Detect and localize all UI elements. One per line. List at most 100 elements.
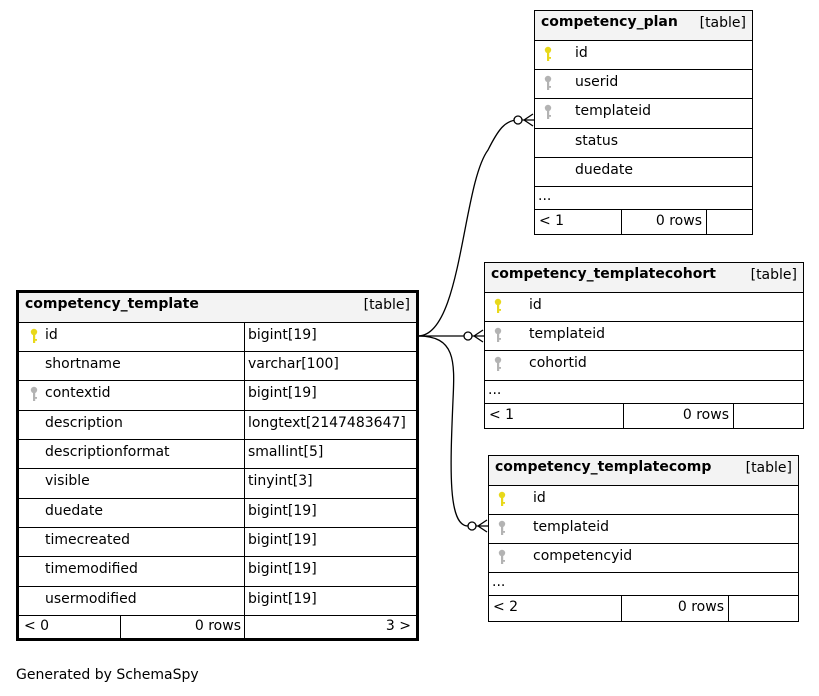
table-name: competency_plan xyxy=(541,14,678,30)
table-kind: [table] xyxy=(699,15,746,31)
optional-marker-plan xyxy=(513,115,523,125)
foreign-key-icon xyxy=(544,104,552,119)
column-name: templateid xyxy=(529,326,605,342)
table-kind: [table] xyxy=(363,297,410,313)
column-type: bigint[19] xyxy=(248,385,317,401)
table-header: competency_template [table] xyxy=(19,293,416,323)
competency-templatecohort-table[interactable]: competency_templatecohort [table] id tem… xyxy=(484,262,804,429)
column-name: id xyxy=(529,297,542,313)
column-name: templateid xyxy=(533,519,609,535)
column-row: templateid xyxy=(485,322,803,351)
column-type: bigint[19] xyxy=(248,591,317,607)
crowfoot-templatecomp xyxy=(476,519,490,533)
more-columns-row: ... xyxy=(535,187,752,210)
table-kind: [table] xyxy=(745,460,792,476)
foreign-key-icon xyxy=(498,549,506,564)
column-row: templateid xyxy=(535,99,752,129)
column-row: timemodified bigint[19] xyxy=(19,557,416,587)
column-name: templateid xyxy=(575,103,651,119)
column-row: visible tinyint[3] xyxy=(19,469,416,499)
table-header: competency_templatecohort [table] xyxy=(485,263,803,293)
column-name: shortname xyxy=(45,356,121,372)
column-name: id xyxy=(533,490,546,506)
foreign-key-icon xyxy=(494,327,502,342)
link-to-competency-templatecomp xyxy=(417,335,469,527)
competency-templatecomp-table[interactable]: competency_templatecomp [table] id templ… xyxy=(488,455,799,622)
more-columns: ... xyxy=(492,574,506,590)
row-count: 0 rows xyxy=(677,599,724,615)
column-type: smallint[5] xyxy=(248,444,324,460)
parents-count: < 2 xyxy=(493,599,519,615)
column-type: tinyint[3] xyxy=(248,473,313,489)
column-name: duedate xyxy=(575,162,633,178)
crowfoot-templatecohort xyxy=(472,329,486,343)
competency-template-table[interactable]: competency_template [table] id bigint[19… xyxy=(16,290,419,641)
column-row: templateid xyxy=(489,515,798,544)
foreign-key-icon xyxy=(544,75,552,90)
parents-count: < 1 xyxy=(489,407,515,423)
table-name: competency_templatecohort xyxy=(491,266,716,282)
generated-by-caption: Generated by SchemaSpy xyxy=(16,667,199,683)
table-name: competency_templatecomp xyxy=(495,459,712,475)
column-row: competencyid xyxy=(489,544,798,573)
column-row: descriptionformat smallint[5] xyxy=(19,440,416,469)
column-row: id xyxy=(485,293,803,322)
column-name: timecreated xyxy=(45,532,130,548)
primary-key-icon xyxy=(544,46,552,61)
column-name: usermodified xyxy=(45,591,137,607)
parents-count: < 0 xyxy=(24,618,50,634)
parents-count: < 1 xyxy=(539,213,565,229)
column-name: id xyxy=(45,327,58,343)
row-count: 0 rows xyxy=(682,407,729,423)
column-name: duedate xyxy=(45,503,103,519)
table-footer: < 1 0 rows xyxy=(535,210,752,234)
column-type: bigint[19] xyxy=(248,503,317,519)
crowfoot-plan xyxy=(522,113,536,127)
column-name: timemodified xyxy=(45,561,138,577)
more-columns: ... xyxy=(488,382,502,398)
more-columns-row: ... xyxy=(489,573,798,596)
column-row: id xyxy=(489,486,798,515)
foreign-key-icon xyxy=(498,520,506,535)
column-type: longtext[2147483647] xyxy=(248,415,406,431)
column-name: userid xyxy=(575,74,619,90)
column-type: bigint[19] xyxy=(248,327,317,343)
column-row: duedate xyxy=(535,158,752,187)
column-type: bigint[19] xyxy=(248,532,317,548)
competency-plan-table[interactable]: competency_plan [table] id userid templa… xyxy=(534,10,753,235)
column-row: userid xyxy=(535,70,752,99)
column-row: shortname varchar[100] xyxy=(19,352,416,381)
table-header: competency_plan [table] xyxy=(535,11,752,41)
column-name: descriptionformat xyxy=(45,444,170,460)
column-row: contextid bigint[19] xyxy=(19,381,416,411)
table-footer: < 2 0 rows xyxy=(489,596,798,621)
column-row: timecreated bigint[19] xyxy=(19,528,416,557)
table-name: competency_template xyxy=(25,296,199,312)
optional-marker-templatecomp xyxy=(467,521,477,531)
more-columns-row: ... xyxy=(485,381,803,404)
column-row: usermodified bigint[19] xyxy=(19,587,416,616)
column-name: status xyxy=(575,133,619,149)
primary-key-icon xyxy=(30,328,38,343)
foreign-key-icon xyxy=(30,386,38,401)
more-columns: ... xyxy=(538,188,552,204)
column-name: cohortid xyxy=(529,355,587,371)
table-footer: < 0 0 rows 3 > xyxy=(19,616,416,638)
column-row: description longtext[2147483647] xyxy=(19,411,416,440)
column-row: status xyxy=(535,129,752,158)
primary-key-icon xyxy=(494,298,502,313)
column-row: id bigint[19] xyxy=(19,323,416,352)
table-kind: [table] xyxy=(750,267,797,283)
primary-key-icon xyxy=(498,491,506,506)
column-type: varchar[100] xyxy=(248,356,339,372)
column-row: duedate bigint[19] xyxy=(19,499,416,528)
column-type: bigint[19] xyxy=(248,561,317,577)
row-count: 0 rows xyxy=(194,618,241,634)
table-footer: < 1 0 rows xyxy=(485,404,803,428)
column-name: competencyid xyxy=(533,548,633,564)
table-header: competency_templatecomp [table] xyxy=(489,456,798,486)
foreign-key-icon xyxy=(494,356,502,371)
column-name: contextid xyxy=(45,385,111,401)
column-row: cohortid xyxy=(485,351,803,381)
